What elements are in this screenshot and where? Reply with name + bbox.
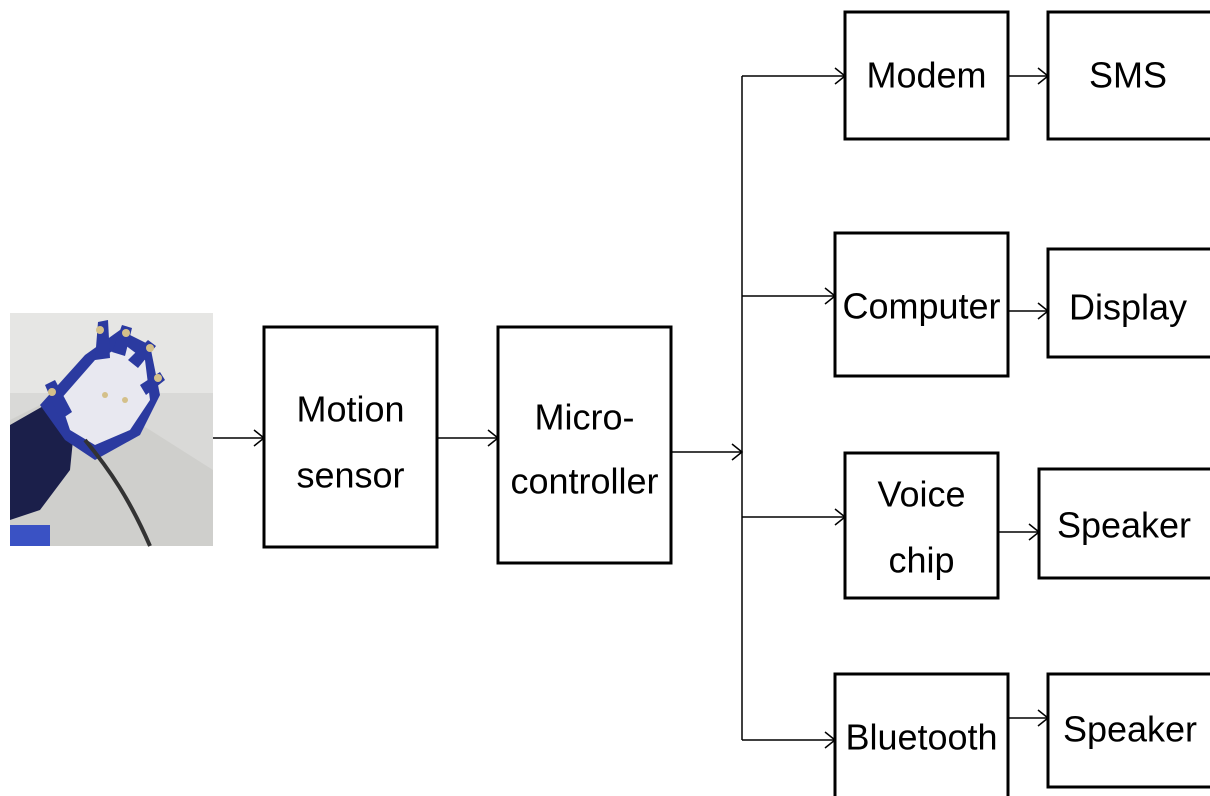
motion-sensor-label-line2: sensor <box>296 455 404 496</box>
speaker-block-1: Speaker <box>1037 467 1210 580</box>
speaker-1-label: Speaker <box>1057 505 1191 546</box>
display-label: Display <box>1069 287 1187 328</box>
motion-sensor-label-line1: Motion <box>296 389 404 430</box>
sms-block: SMS <box>1046 10 1210 141</box>
voice-chip-block: Voice chip <box>843 451 1000 600</box>
computer-label: Computer <box>842 286 1000 327</box>
motion-sensor-block: Motion sensor <box>262 325 439 549</box>
speaker-2-label: Speaker <box>1063 709 1197 750</box>
display-block: Display <box>1046 247 1210 359</box>
modem-label: Modem <box>866 55 986 96</box>
modem-block: Modem <box>843 10 1010 141</box>
bluetooth-block: Bluetooth <box>833 672 1010 796</box>
microcontroller-block: Micro- controller <box>496 325 673 565</box>
microcontroller-label-line1: Micro- <box>535 397 635 438</box>
voice-chip-label-line2: chip <box>888 540 954 581</box>
bluetooth-label: Bluetooth <box>845 717 997 758</box>
connectors <box>213 67 1050 749</box>
glove-photo <box>10 313 213 547</box>
sms-label: SMS <box>1089 55 1167 96</box>
computer-block: Computer <box>833 231 1010 378</box>
speaker-block-2: Speaker <box>1046 672 1210 789</box>
microcontroller-label-line2: controller <box>510 461 658 502</box>
voice-chip-label-line1: Voice <box>877 474 965 515</box>
